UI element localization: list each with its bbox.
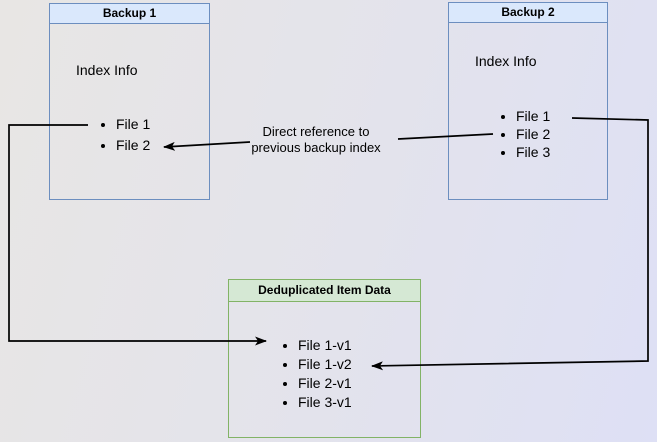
dedup-title: Deduplicated Item Data bbox=[229, 280, 420, 302]
backup1-file-list: File 1 File 2 bbox=[99, 114, 150, 156]
backup1-node: Backup 1 Index Info File 1 File 2 bbox=[49, 3, 210, 200]
backup2-subtitle: Index Info bbox=[475, 53, 537, 69]
backup2-node: Backup 2 Index Info File 1 File 2 File 3 bbox=[448, 2, 608, 200]
direct-reference-edge-label: Direct reference to previous backup inde… bbox=[251, 124, 381, 155]
list-item: File 2 bbox=[516, 125, 550, 143]
list-item: File 1-v2 bbox=[298, 355, 352, 374]
list-item: File 1 bbox=[116, 114, 150, 135]
list-item: File 2-v1 bbox=[298, 374, 352, 393]
list-item: File 1 bbox=[516, 107, 550, 125]
dedup-file-list: File 1-v1 File 1-v2 File 2-v1 File 3-v1 bbox=[281, 336, 352, 412]
list-item: File 2 bbox=[116, 135, 150, 156]
list-item: File 3-v1 bbox=[298, 393, 352, 412]
backup2-file-list: File 1 File 2 File 3 bbox=[499, 107, 550, 161]
backup1-subtitle: Index Info bbox=[76, 62, 138, 78]
backup1-title: Backup 1 bbox=[50, 4, 209, 24]
backup2-title: Backup 2 bbox=[449, 3, 607, 23]
list-item: File 3 bbox=[516, 143, 550, 161]
list-item: File 1-v1 bbox=[298, 336, 352, 355]
deduplicated-item-data-node: Deduplicated Item Data File 1-v1 File 1-… bbox=[228, 279, 421, 438]
